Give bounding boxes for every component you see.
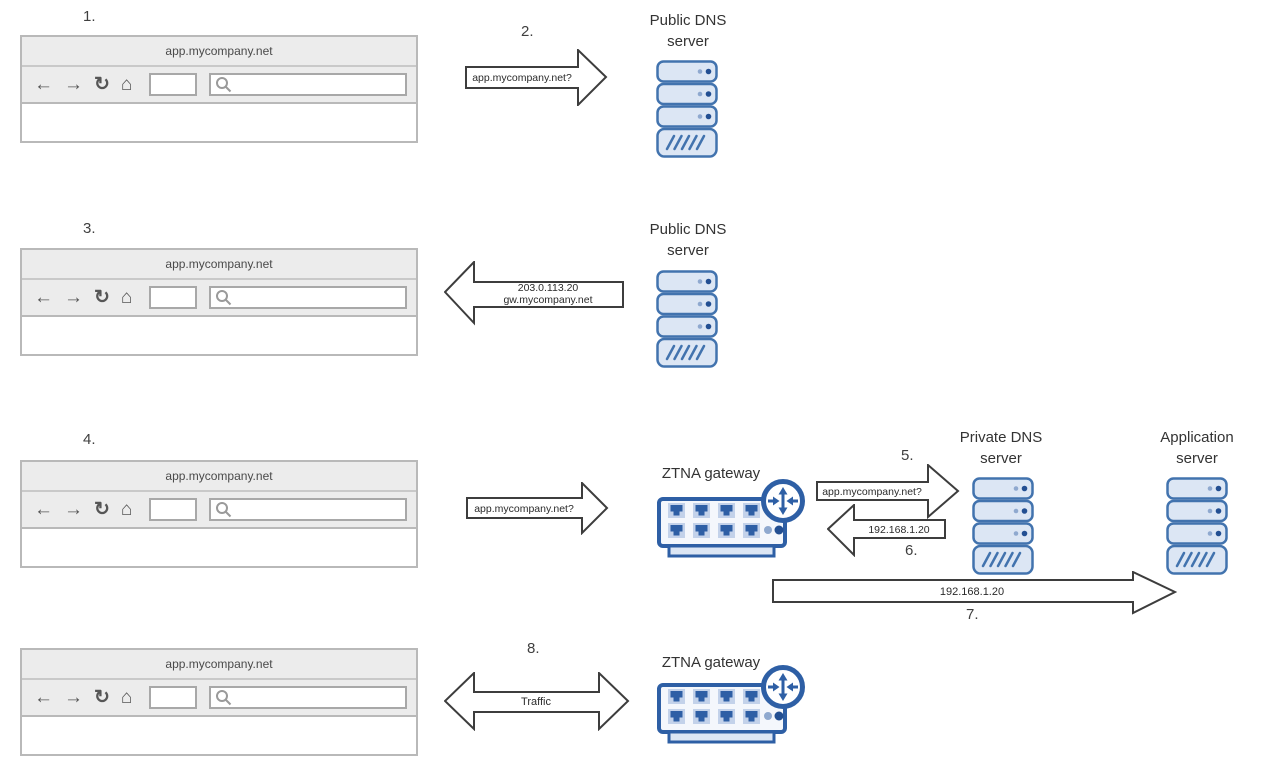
arrow-step6-private-response: 192.168.1.20	[827, 504, 946, 557]
arrow-step5-label: app.mycompany.net?	[822, 486, 922, 498]
arrow-step3-label-host: gw.mycompany.net	[503, 294, 592, 306]
search-input[interactable]	[209, 686, 408, 709]
search-input[interactable]	[209, 286, 408, 309]
step-3-label: 3.	[83, 220, 96, 237]
home-icon[interactable]: ⌂	[120, 287, 133, 308]
browser-toolbar: ← → ↻ ⌂	[22, 492, 416, 529]
forward-icon[interactable]: →	[64, 687, 83, 708]
step-1-label: 1.	[83, 8, 96, 25]
search-box	[209, 73, 408, 96]
browser-url: app.mycompany.net	[165, 44, 273, 58]
search-input[interactable]	[209, 73, 408, 96]
back-icon[interactable]: ←	[34, 687, 53, 708]
browser-window-1: app.mycompany.net ← → ↻ ⌂	[20, 35, 418, 143]
browser-titlebar: app.mycompany.net	[22, 650, 416, 680]
browser-content	[22, 717, 416, 754]
step-5-label: 5.	[901, 447, 914, 464]
search-box	[209, 498, 408, 521]
arrow-step8-traffic: Traffic	[444, 672, 630, 731]
arrow-step3-label-ip: 203.0.113.20	[518, 282, 579, 294]
browser-content	[22, 529, 416, 566]
arrow-step4-label: app.mycompany.net?	[474, 503, 574, 515]
application-server-label: Application server	[1160, 429, 1234, 467]
arrow-step3-dns-response: 203.0.113.20 gw.mycompany.net	[444, 261, 624, 326]
forward-icon[interactable]: →	[64, 287, 83, 308]
forward-icon[interactable]: →	[64, 499, 83, 520]
public-dns-server-icon-2	[656, 270, 718, 368]
browser-url: app.mycompany.net	[165, 469, 273, 483]
home-icon[interactable]: ⌂	[120, 74, 133, 95]
ztna-gateway-icon-1	[656, 466, 806, 560]
reload-icon[interactable]: ↻	[94, 74, 110, 95]
arrow-step7-forward-to-app: 192.168.1.20	[772, 571, 1177, 615]
application-server-icon	[1166, 477, 1228, 575]
private-dns-server-icon	[972, 477, 1034, 575]
arrow-step2-label: app.mycompany.net?	[472, 72, 572, 84]
browser-titlebar: app.mycompany.net	[22, 250, 416, 280]
browser-toolbar: ← → ↻ ⌂	[22, 280, 416, 317]
reload-icon[interactable]: ↻	[94, 687, 110, 708]
step-7-label: 7.	[966, 606, 979, 623]
arrow-step6-label: 192.168.1.20	[868, 524, 929, 536]
step-4-label: 4.	[83, 431, 96, 448]
home-icon[interactable]: ⌂	[120, 499, 133, 520]
browser-content	[22, 104, 416, 141]
forward-icon[interactable]: →	[64, 74, 83, 95]
browser-window-4: app.mycompany.net ← → ↻ ⌂	[20, 648, 418, 756]
arrow-step5-private-query: app.mycompany.net?	[816, 464, 960, 519]
public-dns-server-icon-1	[656, 60, 718, 158]
arrow-step4-gateway-query: app.mycompany.net?	[466, 482, 609, 535]
arrow-step8-label: Traffic	[521, 696, 551, 708]
ztna-gateway-label-2: ZTNA gateway	[661, 654, 761, 671]
back-icon[interactable]: ←	[34, 499, 53, 520]
public-dns-label-1: Public DNS server	[649, 12, 727, 50]
address-input[interactable]	[149, 286, 198, 309]
browser-titlebar: app.mycompany.net	[22, 37, 416, 67]
browser-url: app.mycompany.net	[165, 257, 273, 271]
home-icon[interactable]: ⌂	[120, 687, 133, 708]
back-icon[interactable]: ←	[34, 74, 53, 95]
step-2-label: 2.	[521, 23, 534, 40]
address-input[interactable]	[149, 686, 198, 709]
step-8-label: 8.	[527, 640, 540, 657]
browser-content	[22, 317, 416, 354]
ztna-gateway-icon-2	[656, 652, 806, 746]
address-input[interactable]	[149, 73, 198, 96]
search-box	[209, 686, 408, 709]
reload-icon[interactable]: ↻	[94, 499, 110, 520]
private-dns-label: Private DNS server	[959, 429, 1043, 467]
browser-toolbar: ← → ↻ ⌂	[22, 67, 416, 104]
reload-icon[interactable]: ↻	[94, 287, 110, 308]
search-box	[209, 286, 408, 309]
ztna-gateway-label-1: ZTNA gateway	[661, 465, 761, 482]
arrow-step2-dns-query: app.mycompany.net?	[465, 49, 608, 106]
browser-toolbar: ← → ↻ ⌂	[22, 680, 416, 717]
arrow-step7-label: 192.168.1.20	[940, 586, 1004, 598]
browser-url: app.mycompany.net	[165, 657, 273, 671]
browser-titlebar: app.mycompany.net	[22, 462, 416, 492]
browser-window-3: app.mycompany.net ← → ↻ ⌂	[20, 460, 418, 568]
step-6-label: 6.	[905, 542, 918, 559]
search-input[interactable]	[209, 498, 408, 521]
address-input[interactable]	[149, 498, 198, 521]
public-dns-label-2: Public DNS server	[649, 221, 727, 259]
browser-window-2: app.mycompany.net ← → ↻ ⌂	[20, 248, 418, 356]
back-icon[interactable]: ←	[34, 287, 53, 308]
